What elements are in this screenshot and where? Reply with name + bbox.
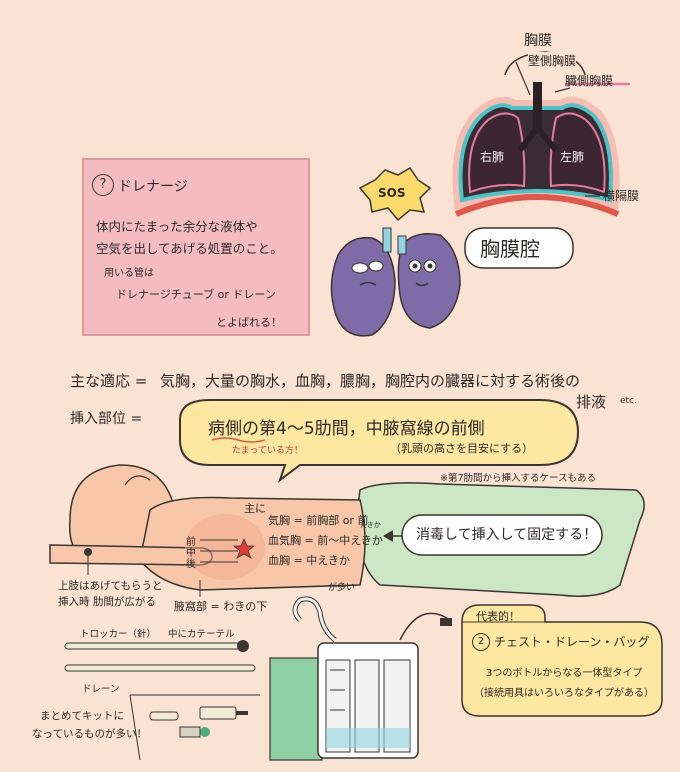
insertion-label: 挿入部位 = (70, 411, 143, 427)
indications-label: 主な適応 = (70, 372, 148, 390)
pleural-cavity-label: 胸膜腔 (480, 237, 540, 261)
many-label: が多い (328, 583, 356, 593)
question-badge: ? (92, 174, 114, 196)
kit-items (64, 640, 323, 761)
front-label: 前 (186, 537, 196, 548)
kit-note-1: まとめてキットに (40, 710, 124, 722)
chest-bag-tag: 代表的！ (476, 610, 520, 623)
kit-note-2: なっているものが多い！ (32, 728, 147, 740)
chest-bag-number: 2 (472, 633, 490, 651)
hemopneumo-label: 血気胸 = 前〜中えきか (268, 534, 383, 547)
chest-bag-desc-2: （接続用具はいろいろなタイプがある） (474, 688, 654, 699)
diaphragm-label: 横隔膜 (603, 189, 640, 203)
trocar-label: トロッカー（針） (80, 629, 157, 640)
insertion-underline-note: たまっている方！ (232, 446, 303, 456)
insertion-sub: （乳頭の高さを目安にする） (390, 442, 534, 455)
parietal-pleura-label: 壁側胸膜 (528, 52, 577, 69)
catheter-label: 中にカテーテル (168, 629, 235, 640)
note-tools-label: 用いる管は (104, 268, 154, 279)
patient-illustration (49, 464, 645, 597)
axilla-label: 腋窩部 = わきの下 (174, 600, 268, 613)
chest-drain-bag-illustration (292, 596, 452, 759)
pleura-title: 胸膜 (524, 33, 552, 49)
indications-etc: etc. (620, 396, 637, 406)
left-lung-label: 左肺 (560, 150, 585, 164)
indications-text-2: 排液 (576, 393, 607, 411)
note-line-2: 空気を出してあげる処置のこと。 (96, 241, 283, 256)
insertion-footnote: ※第7肋間から挿入するケースもある (440, 473, 597, 484)
insertion-main: 病側の第4〜5肋間，中腋窩線の前側 (208, 419, 485, 439)
hemo-label: 血胸 = 中えきか (268, 554, 350, 567)
lung-characters (330, 166, 461, 337)
main-prefix: 主に (244, 502, 266, 515)
pleura-diagram (452, 51, 630, 269)
disinfect-label: 消毒して挿入して固定する！ (416, 527, 598, 543)
pneumo-label: 気胸 = 前胸部 or 前 (268, 514, 369, 527)
back-label: 後 (186, 559, 196, 570)
drain-label: ドレーン (82, 684, 120, 695)
pneumo-small: えきか (360, 521, 381, 529)
chest-bag-desc-1: 3つのボトルからなる一体型タイプ (486, 668, 643, 679)
right-lung-label: 右肺 (480, 150, 505, 164)
sos-label: SOS (378, 186, 406, 200)
note-called: とよばれる！ (216, 316, 282, 329)
chest-bag-name: チェスト・ドレーン・バッグ (494, 635, 650, 649)
drainage-note: ? ドレナージ 体内にたまった余分な液体や 空気を出してあげる処置のこと。 用い… (82, 158, 310, 336)
visceral-pleura-label: 臓側胸膜 (565, 74, 614, 88)
middle-label: 中 (186, 548, 196, 559)
note-line-1: 体内にたまった余分な液体や (96, 219, 258, 234)
note-title: ドレナージ (118, 179, 188, 195)
insertion-bubble (179, 399, 580, 483)
indications-text: 気胸，大量の胸水，血胸，膿胸，胸腔内の臓器に対する術後の (160, 372, 581, 390)
arm-note-2: 挿入時 肋間が広がる (58, 596, 156, 608)
arm-note-1: 上肢はあげてもらうと (58, 580, 163, 592)
note-tube-name: ドレナージチューブ or ドレーン (116, 288, 276, 301)
